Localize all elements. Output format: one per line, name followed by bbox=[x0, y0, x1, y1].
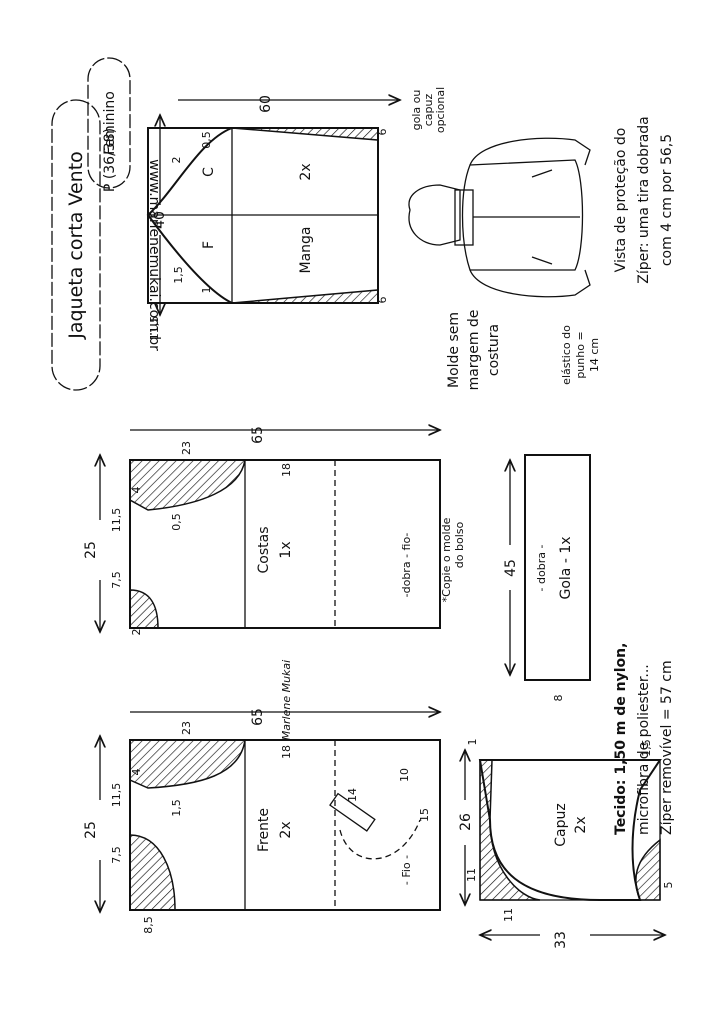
note-line: costura bbox=[486, 324, 502, 376]
front-armhole-dim: 18 bbox=[280, 745, 293, 759]
sleeve-piece: C F 2x Manga 60 40 11,5 6 6 2 0,5 1,5 1 bbox=[146, 95, 400, 341]
sleeve-label: Manga bbox=[298, 227, 314, 274]
collar-piece: - dobra - Gola - 1x 45 8 bbox=[503, 454, 591, 702]
title-text: Jaqueta corta Vento bbox=[65, 151, 87, 340]
pocket-position-dim: 15 bbox=[418, 808, 431, 822]
hood-height-dim: 26 bbox=[458, 813, 474, 831]
back-dim-4: 4 bbox=[130, 487, 143, 494]
sleeve-front-mark: F bbox=[201, 241, 217, 249]
back-width-dim: 25 bbox=[83, 541, 99, 559]
sleeve-hem-dim-2: 6 bbox=[376, 297, 389, 304]
hood-piece: Capuz 2x 26 33 1 1,5 11 11 5 bbox=[458, 739, 675, 949]
front-length-dim: 65 bbox=[250, 708, 266, 726]
pocket-note: *Copie o molde do bolso bbox=[440, 517, 466, 602]
zipper-facing-note: Vista de proteção do Zíper: uma tira dob… bbox=[613, 116, 675, 284]
front-neck-dim: 7,5 bbox=[110, 846, 123, 864]
fabric-note: Tecido: 1,50 m de nylon, microfibra de p… bbox=[613, 643, 675, 835]
note-line: Vista de proteção do bbox=[613, 128, 629, 273]
hood-dim-5: 5 bbox=[662, 882, 675, 889]
front-grain-mark: - Fio - bbox=[400, 855, 413, 885]
back-shoulder-drop-dim: 23 bbox=[180, 441, 193, 455]
sleeve-hem-hatch-top bbox=[231, 127, 379, 141]
back-armhole-dim: 18 bbox=[280, 463, 293, 477]
note-line: Tecido: 1,50 m de nylon, bbox=[613, 643, 629, 835]
note-line: Zíper removível = 57 cm bbox=[659, 660, 675, 835]
front-neck-depth-dim: 8,5 bbox=[142, 916, 155, 934]
note-line: gola ou bbox=[410, 90, 423, 131]
back-length-dim: 65 bbox=[250, 426, 266, 444]
collar-length-dim: 45 bbox=[503, 559, 519, 577]
hood-dim-11: 11 bbox=[465, 868, 478, 882]
size-text: P (36/38) bbox=[102, 128, 118, 192]
sleeve-curve-dim-d: 1 bbox=[200, 287, 213, 294]
hood-width-dim: 33 bbox=[553, 931, 569, 949]
back-qty: 1x bbox=[278, 541, 294, 558]
front-width-dim: 25 bbox=[83, 821, 99, 839]
back-dim-05: 0,5 bbox=[170, 513, 183, 531]
note-line: Molde sem bbox=[446, 312, 462, 388]
hood-qty: 2x bbox=[573, 816, 589, 833]
back-dim-2: 2 bbox=[130, 629, 143, 636]
cuff-elastic-note: elástico do punho = 14 cm bbox=[560, 325, 601, 385]
back-shoulder-dim: 11,5 bbox=[110, 508, 123, 533]
note-line: punho = bbox=[574, 331, 587, 378]
front-shoulder-dim: 11,5 bbox=[110, 783, 123, 808]
hood-label: Capuz bbox=[553, 803, 569, 846]
sleeve-curve-dim-a: 2 bbox=[170, 157, 183, 164]
sleeve-width-dim: 40 bbox=[152, 211, 168, 229]
collar-hood-note: gola ou capuz opcional bbox=[410, 87, 447, 133]
gender-text: Feminino bbox=[102, 91, 118, 155]
sleeve-length-dim: 60 bbox=[258, 95, 274, 113]
note-line: *Copie o molde bbox=[440, 517, 453, 602]
note-line: Zíper: uma tira dobrada bbox=[636, 116, 652, 284]
front-shoulder-drop-dim: 23 bbox=[180, 721, 193, 735]
note-line: 14 cm bbox=[588, 338, 601, 372]
hood-dim-1: 1 bbox=[466, 739, 479, 746]
signature: Marlene Mukai bbox=[280, 660, 293, 740]
front-dim-4: 4 bbox=[130, 769, 143, 776]
front-piece: Frente 2x - Fio - 65 25 23 18 7,5 11,5 4… bbox=[83, 708, 440, 934]
hood-dim-11b: 11 bbox=[502, 908, 515, 922]
pocket-opening bbox=[329, 792, 376, 832]
sleeve-curve-dim-c: 1,5 bbox=[172, 266, 185, 284]
hood-sketch bbox=[408, 184, 461, 246]
back-neck-dim: 7,5 bbox=[110, 571, 123, 589]
collar-width-dim: 8 bbox=[552, 695, 565, 702]
back-label: Costas bbox=[256, 527, 272, 574]
pocket-length-dim: 14 bbox=[346, 788, 359, 802]
jacket-illustration bbox=[408, 137, 591, 298]
collar-label: Gola - 1x bbox=[558, 536, 574, 599]
back-fold-mark: -dobra - fio- bbox=[400, 533, 413, 598]
front-dim-15: 1,5 bbox=[170, 799, 183, 817]
back-piece: Costas 1x -dobra - fio- 65 25 23 18 7,5 … bbox=[83, 426, 440, 636]
note-line: elástico do bbox=[560, 325, 573, 385]
sleeve-cap-dim: 11,5 bbox=[148, 316, 161, 341]
sleeve-curve-dim-b: 0,5 bbox=[200, 131, 213, 149]
note-line: com 4 cm por 56,5 bbox=[659, 134, 675, 266]
sleeve-qty: 2x bbox=[298, 163, 314, 180]
front-label: Frente bbox=[256, 808, 272, 852]
note-line: opcional bbox=[434, 87, 447, 133]
note-line: do bolso bbox=[453, 522, 466, 569]
note-line: margem de bbox=[466, 310, 482, 391]
hood-dim-15: 1,5 bbox=[640, 739, 653, 757]
title-cloud: Jaqueta corta Vento P (36/38) bbox=[51, 99, 118, 391]
pocket-width-dim: 10 bbox=[398, 768, 411, 782]
gender-cloud: Feminino bbox=[87, 57, 131, 189]
seam-allowance-note: Molde sem margem de costura bbox=[446, 310, 502, 391]
sleeve-hem-dim: 6 bbox=[376, 129, 389, 136]
sleeve-back-mark: C bbox=[201, 167, 217, 177]
front-qty: 2x bbox=[278, 821, 294, 838]
note-line: capuz bbox=[422, 94, 435, 127]
sleeve-hem-hatch-bottom bbox=[231, 289, 379, 304]
collar-fold-mark: - dobra - bbox=[535, 545, 548, 592]
